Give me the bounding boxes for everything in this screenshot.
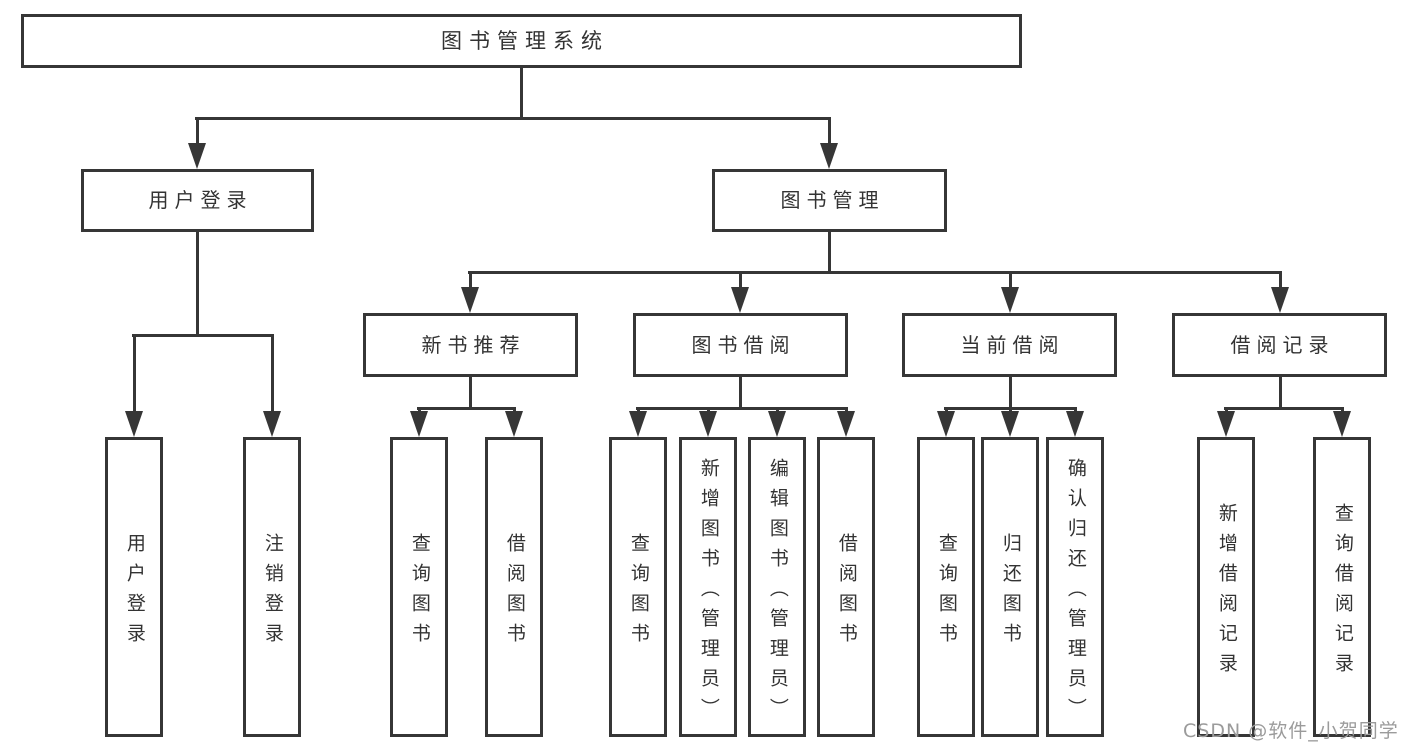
arrowhead-down-icon — [1217, 411, 1235, 437]
node-label: 注销登录 — [261, 532, 284, 653]
connector-hline — [468, 270, 1282, 274]
connector-hline — [636, 406, 848, 410]
node-user-login: 用户登录 — [81, 169, 314, 232]
arrowhead-down-icon — [937, 411, 955, 437]
leaf-query-borrowing-record: 查询借阅记录 — [1313, 437, 1371, 737]
arrowhead-down-icon — [768, 411, 786, 437]
arrowhead-down-icon — [263, 411, 281, 437]
node-current-borrowing: 当前借阅 — [902, 313, 1117, 377]
connector-vline — [512, 407, 516, 414]
connector-vline — [1278, 271, 1282, 290]
leaf-borrow-books: 借阅图书 — [485, 437, 543, 737]
connector-hline — [195, 116, 831, 120]
arrowhead-down-icon — [410, 411, 428, 437]
node-label: 确认归还（管理员） — [1064, 457, 1087, 728]
node-label: 查询图书 — [408, 532, 431, 653]
connector-vline — [844, 407, 848, 414]
leaf-add-borrowing-record: 新增借阅记录 — [1197, 437, 1255, 737]
connector-hline — [1224, 406, 1344, 410]
leaf-add-books-admin: 新增图书（管理员） — [679, 437, 737, 737]
node-label: 图书借阅 — [691, 332, 796, 357]
connector-vline — [1008, 376, 1012, 410]
node-label: 查询借阅记录 — [1331, 502, 1354, 683]
arrowhead-down-icon — [125, 411, 143, 437]
connector-vline — [519, 68, 523, 119]
arrowhead-down-icon — [505, 411, 523, 437]
connector-vline — [270, 334, 274, 413]
node-label: 借阅记录 — [1230, 332, 1335, 357]
leaf-borrow-books: 借阅图书 — [817, 437, 875, 737]
connector-vline — [738, 271, 742, 290]
node-new-book-recommendation: 新书推荐 — [363, 313, 578, 377]
leaf-return-books: 归还图书 — [981, 437, 1039, 737]
node-label: 查询图书 — [935, 532, 958, 653]
node-label: 查询图书 — [627, 532, 650, 653]
connector-hline — [132, 333, 274, 337]
node-book-management: 图书管理 — [712, 169, 947, 232]
connector-vline — [1340, 407, 1344, 414]
connector-vline — [468, 271, 472, 290]
csdn-watermark: CSDN @软件_小贺同学 — [1183, 720, 1399, 742]
node-label: 图书管理 — [780, 188, 885, 212]
arrowhead-down-icon — [629, 411, 647, 437]
arrowhead-down-icon — [699, 411, 717, 437]
connector-vline — [706, 407, 710, 414]
node-label: 当前借阅 — [960, 332, 1065, 357]
leaf-edit-books-admin: 编辑图书（管理员） — [748, 437, 806, 737]
arrowhead-down-icon — [1066, 411, 1084, 437]
leaf-confirm-return-admin: 确认归还（管理员） — [1046, 437, 1104, 737]
arrowhead-down-icon — [461, 287, 479, 313]
node-book-borrowing: 图书借阅 — [633, 313, 848, 377]
node-label: 借阅图书 — [503, 532, 526, 653]
node-borrowing-records: 借阅记录 — [1172, 313, 1387, 377]
connector-hline — [417, 406, 516, 410]
connector-vline — [195, 231, 199, 337]
connector-vline — [468, 376, 472, 410]
arrowhead-down-icon — [1001, 287, 1019, 313]
leaf-user-login: 用户登录 — [105, 437, 163, 737]
leaf-query-books: 查询图书 — [390, 437, 448, 737]
node-label: 新增图书（管理员） — [697, 457, 720, 728]
leaf-logout-login: 注销登录 — [243, 437, 301, 737]
leaf-query-books: 查询图书 — [917, 437, 975, 737]
node-label: 新书推荐 — [421, 332, 526, 357]
connector-vline — [636, 407, 640, 414]
node-label: 用户登录 — [123, 532, 146, 653]
arrowhead-down-icon — [837, 411, 855, 437]
arrowhead-down-icon — [1333, 411, 1351, 437]
arrowhead-down-icon — [731, 287, 749, 313]
connector-vline — [738, 376, 742, 410]
connector-vline — [132, 334, 136, 413]
node-label: 归还图书 — [999, 532, 1022, 653]
connector-vline — [1008, 271, 1012, 290]
connector-vline — [417, 407, 421, 414]
arrowhead-down-icon — [1271, 287, 1289, 313]
node-library-management-system: 图书管理系统 — [21, 14, 1022, 68]
node-label: 新增借阅记录 — [1215, 502, 1238, 683]
leaf-query-books: 查询图书 — [609, 437, 667, 737]
connector-vline — [1073, 407, 1077, 414]
node-label: 借阅图书 — [835, 532, 858, 653]
connector-vline — [944, 407, 948, 414]
node-label: 用户登录 — [148, 188, 253, 212]
connector-vline — [827, 117, 831, 146]
arrowhead-down-icon — [820, 143, 838, 169]
connector-vline — [827, 231, 831, 274]
connector-vline — [1278, 376, 1282, 410]
connector-vline — [775, 407, 779, 414]
connector-vline — [1008, 407, 1012, 414]
arrowhead-down-icon — [1001, 411, 1019, 437]
node-label: 图书管理系统 — [441, 28, 609, 53]
connector-vline — [195, 117, 199, 146]
node-label: 编辑图书（管理员） — [766, 457, 789, 728]
arrowhead-down-icon — [188, 143, 206, 169]
connector-vline — [1224, 407, 1228, 414]
